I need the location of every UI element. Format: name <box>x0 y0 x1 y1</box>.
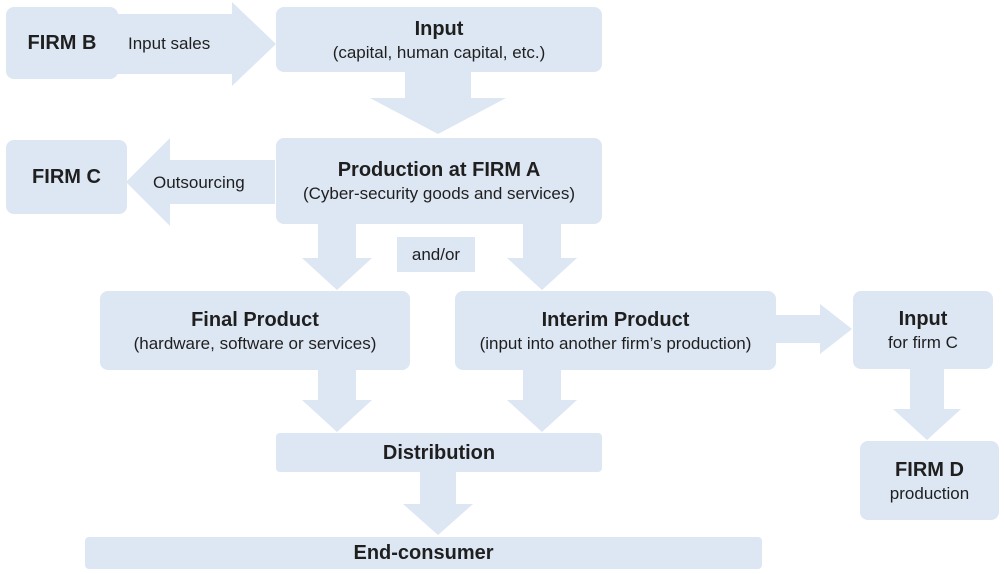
arrow-production-to-final <box>302 224 372 290</box>
firm-d-box: FIRM D production <box>860 441 999 520</box>
arrow-input-to-production <box>370 72 506 134</box>
end-consumer-title: End-consumer <box>353 542 494 564</box>
arrow-firm-b-to-input <box>117 2 276 86</box>
arrow-input-c-to-firm-d <box>893 369 961 440</box>
arrow-distribution-to-end-consumer <box>403 472 473 535</box>
and-or-label: and/or <box>397 237 475 272</box>
firm-b-box: FIRM B <box>6 7 118 79</box>
arrow-final-to-distribution <box>302 370 372 432</box>
input-title: Input <box>414 17 464 40</box>
firm-c-title: FIRM C <box>32 166 101 188</box>
production-box: Production at FIRM A (Cyber-security goo… <box>276 138 602 224</box>
arrow-interim-to-distribution <box>507 370 577 432</box>
firm-c-box: FIRM C <box>6 140 127 214</box>
arrow-interim-to-input-c <box>776 304 852 354</box>
final-product-subtitle: (hardware, software or services) <box>133 333 377 353</box>
final-product-title: Final Product <box>191 308 319 331</box>
final-product-box: Final Product (hardware, software or ser… <box>100 291 410 370</box>
input-firm-c-subtitle: for firm C <box>888 333 958 352</box>
outsourcing-label: Outsourcing <box>153 173 245 192</box>
distribution-box: Distribution <box>276 433 602 472</box>
firm-d-subtitle: production <box>889 483 970 503</box>
input-subtitle: (capital, human capital, etc.) <box>332 42 546 62</box>
input-box: Input (capital, human capital, etc.) <box>276 7 602 72</box>
arrow-production-to-interim <box>507 224 577 290</box>
interim-product-subtitle: (input into another firm’s production) <box>479 333 752 353</box>
firm-d-title: FIRM D <box>895 458 964 481</box>
interim-product-title: Interim Product <box>541 308 690 331</box>
interim-product-box: Interim Product (input into another firm… <box>455 291 776 370</box>
arrow-production-to-firm-c <box>126 138 275 226</box>
firm-b-title: FIRM B <box>27 32 97 54</box>
input-firm-c-box: Input for firm C <box>853 291 993 369</box>
production-title: Production at FIRM A <box>337 159 541 181</box>
end-consumer-box: End-consumer <box>85 537 762 569</box>
input-firm-c-title: Input <box>898 308 948 330</box>
distribution-title: Distribution <box>382 441 496 464</box>
production-subtitle: (Cyber-security goods and services) <box>302 184 576 203</box>
input-sales-label: Input sales <box>128 34 211 53</box>
